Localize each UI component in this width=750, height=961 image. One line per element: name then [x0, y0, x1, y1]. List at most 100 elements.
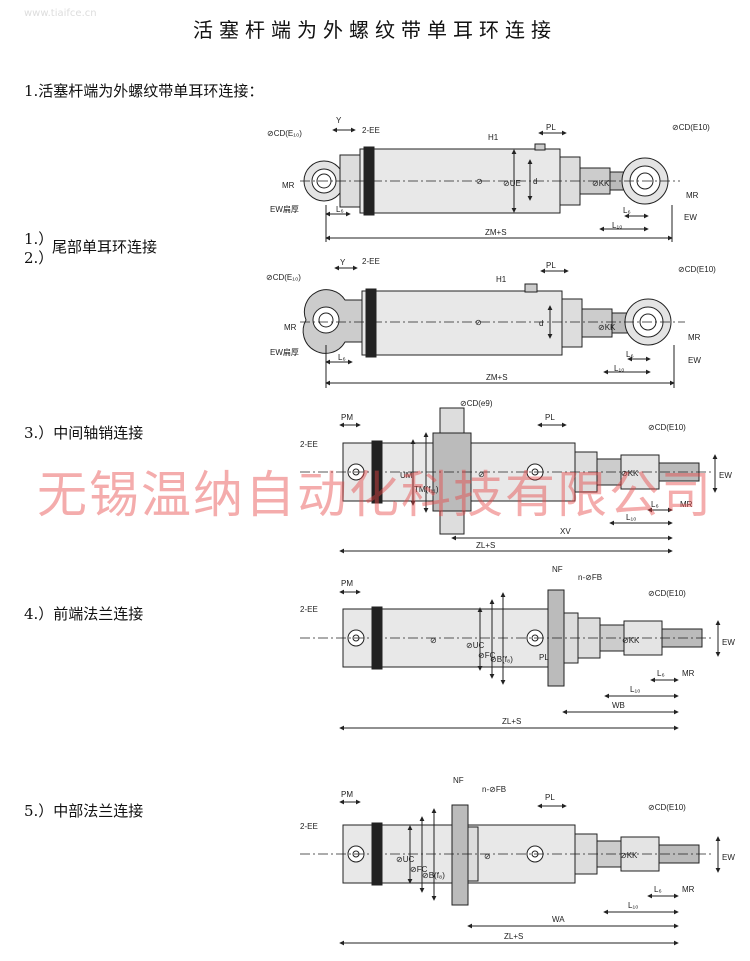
d3-zl-s: ZL+S	[476, 541, 495, 550]
d1-kk: ⊘KK	[592, 179, 610, 188]
row-12-label: 尾部单耳环连接	[52, 238, 158, 256]
d1-y: Y	[336, 116, 342, 125]
d1-cd-left: ⊘CD(E₁₀)	[267, 129, 302, 138]
d4-uc: ⊘UC	[466, 641, 484, 650]
d4-b-f8: ⊘B(f₈)	[490, 655, 513, 664]
d4-ew: EW	[722, 638, 735, 647]
d3-mr: MR	[680, 500, 693, 509]
row-2-number: 2.）	[24, 249, 54, 267]
d2-phi: ⊘	[475, 318, 482, 327]
d2-ew-thick: EW扁厚	[270, 347, 299, 357]
d3-kk: ⊘KK	[621, 469, 639, 478]
d1-ee: 2-EE	[362, 126, 380, 135]
d3-xv: XV	[560, 527, 571, 536]
d2-l10: L₁₀	[614, 364, 624, 373]
d4-kk: ⊘KK	[622, 636, 640, 645]
d1-ew: EW	[684, 213, 697, 222]
d1-pl: PL	[546, 123, 556, 132]
d3-ee: 2-EE	[300, 440, 318, 449]
d2-l6-left: L₆	[338, 353, 346, 362]
d5-uc: ⊘UC	[396, 855, 414, 864]
d1-l6-left: L₆	[336, 205, 344, 214]
d2-y: Y	[340, 258, 346, 267]
d5-b-f8: ⊘B(f₈)	[422, 871, 445, 880]
d5-l6: L₆	[654, 885, 662, 894]
d2-h1: H1	[496, 275, 507, 284]
d4-mr: MR	[682, 669, 695, 678]
d2-cd-right: ⊘CD(E10)	[678, 265, 716, 274]
d2-pl: PL	[546, 261, 556, 270]
d3-phi: ⊘	[478, 470, 485, 479]
d5-wa: WA	[552, 915, 565, 924]
row-4-label: 4.）前端法兰连接	[24, 605, 144, 623]
d1-phi: ⊘	[476, 177, 483, 186]
d1-l10: L₁₀	[612, 221, 622, 230]
d5-pl: PL	[545, 793, 555, 802]
d5-nf: NF	[453, 776, 464, 785]
row-1-number: 1.）	[24, 230, 54, 248]
d1-mr-right: MR	[686, 191, 699, 200]
d5-cd-e10: ⊘CD(E10)	[648, 803, 686, 812]
d5-n-fb: n-⊘FB	[482, 785, 506, 794]
d4-wb: WB	[612, 701, 625, 710]
d4-n-fb: n-⊘FB	[578, 573, 602, 582]
d4-l6: L₆	[657, 669, 665, 678]
d3-tm: TM(f₁₁)	[414, 485, 439, 494]
d5-kk: ⊘KK	[620, 851, 638, 860]
d3-um: UM	[400, 471, 413, 480]
drawing-2-rear-single-ear	[300, 265, 685, 388]
faint-watermark: www.tiaifce.cn	[24, 8, 97, 19]
d5-fc: ⊘FC	[410, 865, 428, 874]
drawing-4-front-flange	[300, 589, 721, 731]
d1-cd-right: ⊘CD(E10)	[672, 123, 710, 132]
drawing-5-center-flange	[300, 799, 721, 946]
d2-zm-s: ZM+S	[486, 373, 508, 382]
d2-ee: 2-EE	[362, 257, 380, 266]
d2-cd-left: ⊘CD(E₁₀)	[266, 273, 301, 282]
d4-ee: 2-EE	[300, 605, 318, 614]
d3-l6: L₆	[651, 500, 659, 509]
d1-l6-right: L₆	[623, 206, 631, 215]
d3-cd-e9: ⊘CD(e9)	[460, 399, 493, 408]
d5-mr: MR	[682, 885, 695, 894]
d5-zl-s: ZL+S	[504, 932, 523, 941]
page-title: 活塞杆端为外螺纹带单耳环连接	[193, 18, 557, 42]
d2-l6-right: L₆	[626, 350, 634, 359]
d1-ew-thick: EW扁厚	[270, 204, 299, 214]
d2-mr-right: MR	[688, 333, 701, 342]
d5-pm: PM	[341, 790, 353, 799]
d4-zl-s: ZL+S	[502, 717, 521, 726]
d1-d: d	[533, 177, 537, 186]
d4-cd-e10: ⊘CD(E10)	[648, 589, 686, 598]
d1-mr-left: MR	[282, 181, 295, 190]
d4-nf: NF	[552, 565, 563, 574]
d4-fc: ⊘FC	[478, 651, 496, 660]
row-5-label: 5.）中部法兰连接	[24, 802, 144, 820]
d1-zm-s: ZM+S	[485, 228, 507, 237]
d5-ee: 2-EE	[300, 822, 318, 831]
d3-pl: PL	[545, 413, 555, 422]
watermark-text: 无锡温纳自动化科技有限公司	[37, 466, 713, 524]
d3-l10: L₁₀	[626, 513, 636, 522]
d4-l10: L₁₀	[630, 685, 640, 694]
d4-pm: PM	[341, 579, 353, 588]
d5-phi: ⊘	[484, 852, 491, 861]
d5-l10: L₁₀	[628, 901, 638, 910]
d2-kk: ⊘KK	[598, 323, 616, 332]
drawing-1-rear-clevis	[300, 127, 680, 242]
d2-ew: EW	[688, 356, 701, 365]
d3-ew: EW	[719, 471, 732, 480]
d1-h1: H1	[488, 133, 499, 142]
d1-ue: ⊘UE	[503, 179, 521, 188]
d5-ew: EW	[722, 853, 735, 862]
section-title: 1.活塞杆端为外螺纹带单耳环连接：	[24, 82, 264, 100]
d4-phi: ⊘	[430, 636, 437, 645]
row-3-label: 3.）中间轴销连接	[24, 424, 144, 442]
d3-cd-e10: ⊘CD(E10)	[648, 423, 686, 432]
d3-pm: PM	[341, 413, 353, 422]
d2-mr-left: MR	[284, 323, 297, 332]
d2-d: d	[539, 319, 543, 328]
drawing-3-trunnion	[300, 407, 718, 554]
d4-pl: PL	[539, 653, 549, 662]
